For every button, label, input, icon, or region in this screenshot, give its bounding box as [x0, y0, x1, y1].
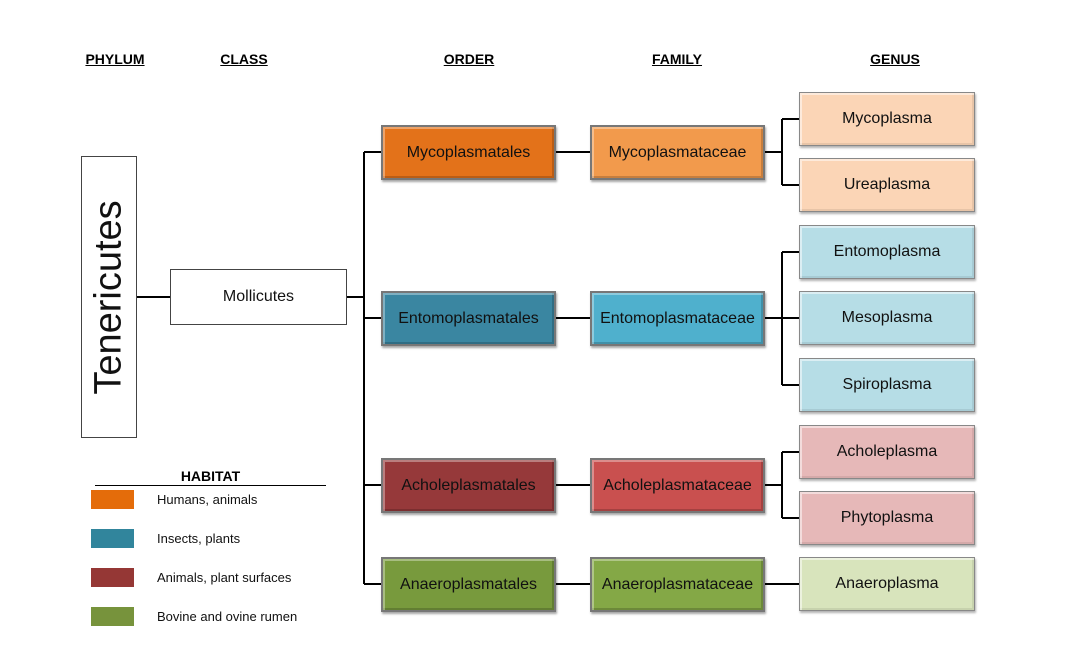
- genus-label: Spiroplasma: [842, 376, 932, 393]
- legend-swatch: [91, 490, 134, 509]
- genus-label: Mesoplasma: [841, 309, 933, 326]
- family-box: Mycoplasmataceae: [590, 125, 765, 180]
- family-box: Anaeroplasmataceae: [590, 557, 765, 612]
- legend-swatch: [91, 529, 134, 548]
- order-box: Mycoplasmatales: [381, 125, 556, 180]
- legend-label: Bovine and ovine rumen: [157, 609, 298, 624]
- genus-label: Phytoplasma: [840, 509, 934, 526]
- genus-box: Mycoplasma: [799, 92, 975, 146]
- genus-box: Anaeroplasma: [799, 557, 975, 611]
- header-class: CLASS: [220, 51, 268, 67]
- legend-label: Insects, plants: [157, 531, 241, 546]
- genus-box: Phytoplasma: [799, 491, 975, 545]
- legend-label: Animals, plant surfaces: [157, 570, 292, 585]
- order-box: Acholeplasmatales: [381, 458, 556, 513]
- genus-label: Entomoplasma: [833, 243, 941, 260]
- header-genus: GENUS: [870, 51, 920, 67]
- legend-swatch: [91, 568, 134, 587]
- genus-box: Acholeplasma: [799, 425, 975, 479]
- genus-label: Ureaplasma: [843, 176, 931, 193]
- order-label: Anaeroplasmatales: [400, 575, 537, 593]
- family-label: Entomoplasmataceae: [600, 309, 755, 327]
- genus-label: Anaeroplasma: [835, 575, 939, 592]
- order-label: Entomoplasmatales: [398, 309, 539, 327]
- genus-box: Entomoplasma: [799, 225, 975, 279]
- family-label: Mycoplasmataceae: [608, 143, 747, 161]
- order-label: Mycoplasmatales: [406, 143, 531, 161]
- genus-label: Acholeplasma: [836, 443, 938, 460]
- family-box: Acholeplasmataceae: [590, 458, 765, 513]
- genus-box: Mesoplasma: [799, 291, 975, 345]
- genus-box: Ureaplasma: [799, 158, 975, 212]
- family-label: Acholeplasmataceae: [603, 476, 752, 494]
- header-phylum: PHYLUM: [85, 51, 145, 67]
- header-order: ORDER: [443, 51, 495, 67]
- class-box: Mollicutes: [170, 269, 347, 325]
- family-label: Anaeroplasmataceae: [601, 575, 754, 593]
- genus-label: Mycoplasma: [842, 110, 932, 127]
- order-box: Entomoplasmatales: [381, 291, 556, 346]
- legend-label: Humans, animals: [157, 492, 258, 507]
- phylum-box: Tenericutes: [81, 156, 137, 438]
- legend-title: HABITAT: [95, 468, 326, 486]
- legend-swatch: [91, 607, 134, 626]
- genus-box: Spiroplasma: [799, 358, 975, 412]
- header-family: FAMILY: [651, 51, 703, 67]
- class-label: Mollicutes: [222, 288, 295, 305]
- order-box: Anaeroplasmatales: [381, 557, 556, 612]
- family-box: Entomoplasmataceae: [590, 291, 765, 346]
- order-label: Acholeplasmatales: [401, 476, 536, 494]
- phylum-label: Tenericutes: [87, 199, 130, 395]
